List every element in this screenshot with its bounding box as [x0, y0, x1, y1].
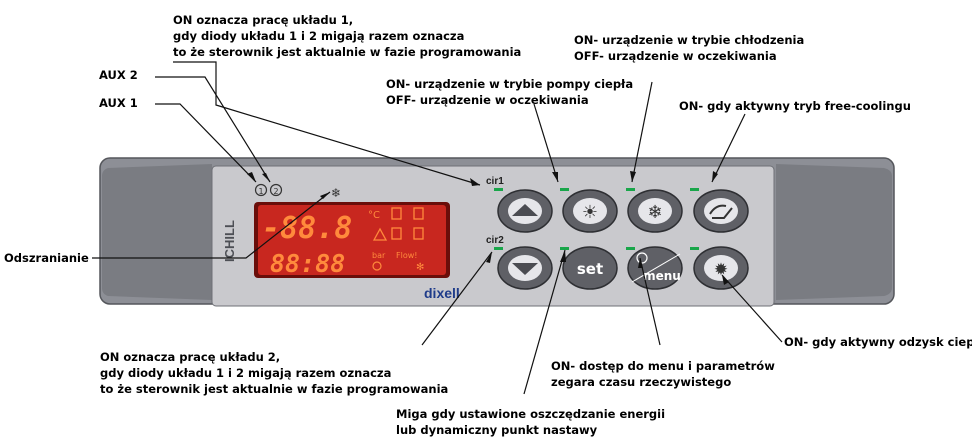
heat-pump-note-line-2: OFF- urządzenie w oczekiwania — [386, 93, 589, 107]
heat-pump-button[interactable]: ☀ — [562, 189, 618, 233]
compressor-1-icon — [391, 207, 402, 220]
cooling-note-line-1: ON- urządzenie w trybie chłodzenia — [574, 33, 805, 47]
energy-saving-note-line-1: Miga gdy ustawione oszczędzanie energii — [396, 407, 666, 421]
heat-recovery-button[interactable]: ✹ — [693, 246, 749, 290]
recovery-icon: ✹ — [714, 260, 728, 280]
leader-defrost — [92, 191, 331, 259]
svg-text:1: 1 — [258, 187, 263, 196]
aux2-indicator: 2 — [269, 183, 283, 197]
aux1-label: AUX 1 — [99, 96, 138, 110]
leader-aux2 — [155, 76, 271, 183]
led-heat — [560, 188, 569, 191]
left-end-cap — [102, 164, 212, 300]
cir1-label: cir1 — [486, 176, 504, 187]
display: -88.8 88:88 °C bar Flow! ✻ — [254, 202, 450, 278]
aux1-indicator: 1 — [254, 183, 268, 197]
clock-icon — [372, 261, 382, 271]
led-cir2 — [494, 247, 503, 250]
circuit2-note-line-1: ON oznacza pracę układu 2, — [100, 350, 281, 364]
sun-icon: ☀ — [582, 202, 598, 223]
menu-note-line-2: zegara czasu rzeczywistego — [551, 375, 732, 389]
up-arrow-icon — [512, 204, 538, 216]
clock-icon — [636, 252, 648, 264]
down-arrow-icon — [512, 263, 538, 275]
alarm-icon — [372, 227, 388, 241]
circuit1-note: ON oznacza pracę układu 1, gdy diody ukł… — [173, 12, 521, 60]
circuit2-note-line-3: to że sterownik jest aktualnie w fazie p… — [100, 382, 449, 396]
heat-pump-note: ON- urządzenie w trybie pompy ciepła OFF… — [386, 76, 633, 108]
leader-free-cooling — [711, 113, 746, 183]
leader-circuit2 — [421, 251, 493, 346]
leader-menu — [639, 257, 661, 346]
circuit2-note: ON oznacza pracę układu 2, gdy diody ukł… — [100, 349, 448, 397]
circuit2-note-line-2: gdy diody układu 1 i 2 migają razem ozna… — [100, 366, 392, 380]
display-bar-label: bar — [372, 251, 386, 260]
svg-text:2: 2 — [273, 187, 278, 196]
cooling-button[interactable]: ❄ — [627, 189, 683, 233]
led-free-cooling — [690, 188, 699, 191]
set-button[interactable]: set — [562, 246, 618, 290]
leader-aux1 — [155, 103, 257, 183]
compressor-3-icon — [391, 227, 402, 240]
leader-cooling — [631, 81, 653, 183]
up-button[interactable] — [497, 189, 553, 233]
cooling-note: ON- urządzenie w trybie chłodzenia OFF- … — [574, 32, 804, 64]
aux2-label: AUX 2 — [99, 68, 138, 82]
defrost-indicator-icon: ❄ — [331, 186, 341, 200]
free-cooling-icon — [709, 204, 733, 219]
free-cooling-note: ON- gdy aktywny tryb free-coolingu — [679, 99, 911, 113]
defrost-label: Odszranianie — [4, 251, 89, 265]
circuit1-note-line-3: to że sterownik jest aktualnie w fazie p… — [173, 45, 522, 59]
display-flow-label: Flow! — [396, 251, 417, 260]
cooling-note-line-2: OFF- urządzenie w oczekiwania — [574, 49, 777, 63]
fan-icon: ✻ — [416, 262, 424, 273]
energy-saving-note-line-2: lub dynamiczny punkt nastawy — [396, 423, 598, 437]
circuit1-note-line-2: gdy diody układu 1 i 2 migają razem ozna… — [173, 29, 465, 43]
cir2-label: cir2 — [486, 235, 504, 246]
snowflake-icon: ❄ — [647, 202, 662, 223]
leader-circuit1 — [173, 61, 481, 186]
leader-lines — [92, 61, 783, 395]
heat-pump-note-line-1: ON- urządzenie w trybie pompy ciepła — [386, 77, 634, 91]
leader-heat-recovery — [721, 274, 783, 343]
compressor-4-icon — [413, 227, 424, 240]
leader-heat-pump — [533, 103, 559, 183]
heat-recovery-note: ON- gdy aktywny odzysk ciepła — [784, 335, 972, 349]
menu-button[interactable]: menu — [627, 246, 683, 290]
leader-energy-saving — [523, 249, 566, 395]
led-set — [560, 247, 569, 250]
brand-logo: dixell — [424, 285, 460, 301]
menu-note: ON- dostęp do menu i parametrów zegara c… — [551, 358, 775, 390]
led-cool — [626, 188, 635, 191]
energy-saving-note: Miga gdy ustawione oszczędzanie energii … — [396, 406, 665, 438]
display-top-readout: -88.8 — [262, 211, 352, 246]
down-button[interactable] — [497, 246, 553, 290]
right-end-cap — [776, 164, 892, 300]
display-unit: °C — [368, 210, 380, 221]
arrowheads — [247, 171, 729, 285]
side-label: ICHILL — [222, 220, 237, 262]
free-cooling-button[interactable] — [693, 189, 749, 233]
display-bottom-readout: 88:88 — [270, 249, 345, 278]
menu-note-line-1: ON- dostęp do menu i parametrów — [551, 359, 775, 373]
led-cir1 — [494, 188, 503, 191]
circuit1-note-line-1: ON oznacza pracę układu 1, — [173, 13, 354, 27]
compressor-2-icon — [413, 207, 424, 220]
set-label: set — [577, 260, 603, 278]
led-recovery — [690, 247, 699, 250]
led-menu — [626, 247, 635, 250]
menu-label: menu — [643, 269, 681, 283]
